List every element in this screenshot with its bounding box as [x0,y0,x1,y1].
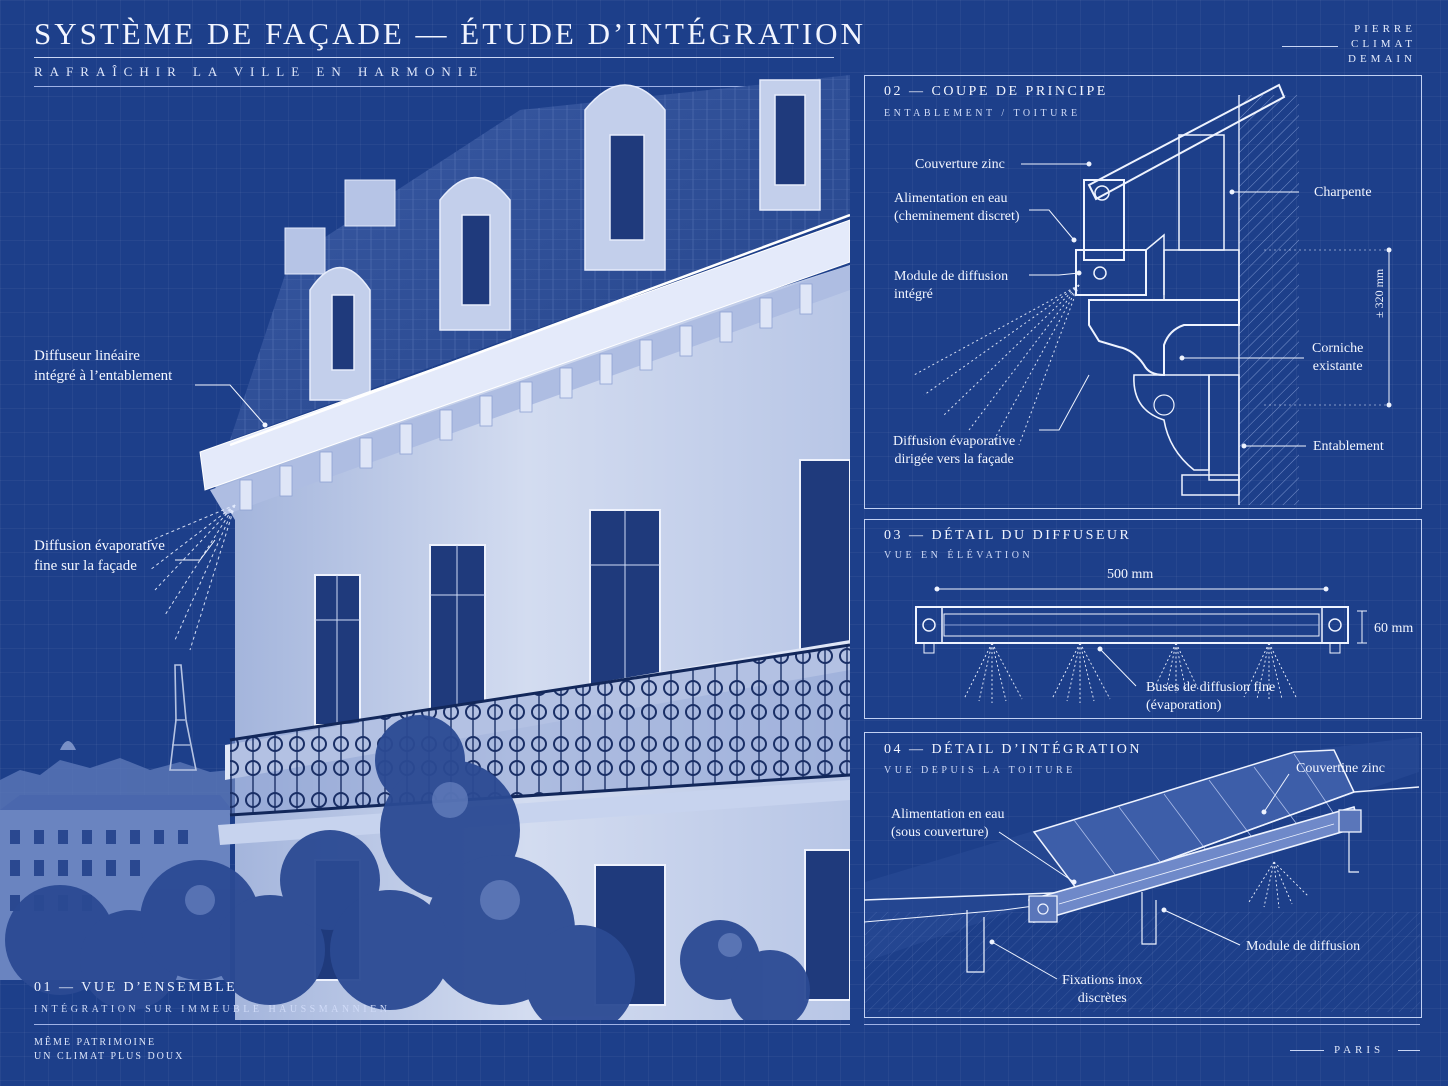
panel-03-title: 03 — DÉTAIL DU DIFFUSEUR [884,528,1132,543]
roof-integration-drawing [864,737,1420,1012]
panel-04-subtitle: VUE DEPUIS LA TOITURE [884,765,1076,776]
right-divider [864,1024,1420,1025]
label-water-under-roof: Alimentation en eau (sous couverture) [891,807,1005,840]
label-evaporative-diffusion: Diffusion évaporative fine sur la façade [34,538,165,574]
brand-logo: PIERRE CLIMAT DEMAIN [1348,22,1416,67]
dimension-500: 500 mm [1107,567,1154,582]
section-panel-02 [864,75,1422,509]
label-existing-cornice: Corniche existante [1312,341,1364,374]
panel-03-subtitle: VUE EN ÉLÉVATION [884,550,1034,561]
building-illustration [0,75,850,1020]
label-fine-nozzles: Buses de diffusion fine (évaporation) [1146,680,1276,713]
dimension-320: ± 320 mm [1372,268,1386,318]
label-diffusion-module: Module de diffusion intégré [894,269,1009,302]
overview-leaders [175,384,268,561]
brand-line-3: DEMAIN [1348,53,1416,65]
city-label: PARIS [1334,1044,1385,1056]
tree-highlights [185,782,742,957]
label-entablature: Entablement [1313,439,1384,454]
linear-diffuser [229,213,850,447]
page-title: SYSTÈME DE FAÇADE — ÉTUDE D’INTÉGRATION [34,16,866,51]
title-divider [34,57,834,58]
detail-panel-04 [864,732,1422,1018]
city-rule-left [1290,1050,1324,1051]
cornice-brackets [239,283,813,511]
label-diffusion-module-roof: Module de diffusion [1246,939,1361,954]
overview-title: 01 — VUE D’ENSEMBLE [34,980,238,995]
city-rule-right [1398,1050,1420,1051]
trees [5,715,810,1020]
overview-spray [139,504,236,651]
brand-rule [1282,46,1338,47]
label-water-supply: Alimentation en eau (cheminement discret… [894,191,1020,224]
brand-line-2: CLIMAT [1351,38,1416,50]
label-zinc-roofing: Couverture zinc [915,157,1005,172]
label-stainless-fixings: Fixations inox discrètes [1062,973,1143,1006]
entablature [199,219,850,491]
diffuser-elevation-drawing [915,586,1367,703]
label-zinc-coping: Couvertine zinc [1296,761,1386,776]
tagline: MÊME PATRIMOINE UN CLIMAT PLUS DOUX [34,1037,185,1062]
overview-divider [34,1024,850,1025]
overview-subtitle: INTÉGRATION SUR IMMEUBLE HAUSSMANNIEN [34,1004,391,1015]
page-subtitle: RAFRAÎCHIR LA VILLE EN HARMONIE [34,64,485,79]
label-framing: Charpente [1314,185,1372,200]
label-directed-diffusion: Diffusion évaporative dirigée vers la fa… [893,434,1016,467]
dormer-windows [309,79,821,401]
panel-02-title: 02 — COUPE DE PRINCIPE [884,84,1108,99]
label-linear-diffuser: Diffuseur linéaire intégré à l’entableme… [34,348,173,384]
brand-line-1: PIERRE [1354,23,1416,35]
chimneys [284,179,396,275]
dimension-60: 60 mm [1374,621,1414,636]
panel-04-title: 04 — DÉTAIL D’INTÉGRATION [884,742,1142,757]
panel-02-subtitle: ENTABLEMENT / TOITURE [884,108,1081,119]
detail-panel-03 [864,519,1422,719]
subtitle-divider [34,86,834,87]
section-drawing [913,83,1394,505]
